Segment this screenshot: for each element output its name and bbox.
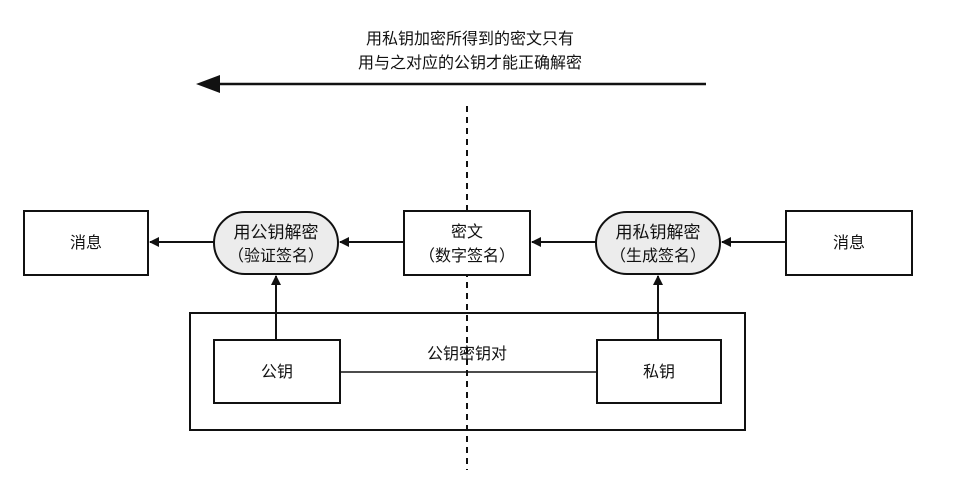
caption-line-2: 用与之对应的公钥才能正确解密 [358, 53, 582, 72]
ciphertext-label-2: （数字签名） [419, 246, 515, 265]
private-key-box [596, 339, 722, 404]
ciphertext-label-1: 密文 [451, 222, 483, 241]
public-key-label: 公钥 [261, 362, 293, 381]
ciphertext-box [403, 210, 531, 276]
private-key-label: 私钥 [643, 362, 675, 381]
public-key-box [213, 339, 341, 404]
direction-arrowhead [196, 75, 220, 93]
caption-line-1: 用私钥加密所得到的密文只有 [366, 29, 574, 48]
decrypt-label-1: 用公钥解密 [234, 223, 319, 243]
decrypt-label-2: （验证签名） [228, 246, 324, 265]
encrypt-label-1: 用私钥解密 [616, 223, 701, 243]
key-pair-box [189, 312, 746, 431]
right-message-label: 消息 [833, 233, 865, 252]
left-message-label: 消息 [70, 233, 102, 252]
encrypt-label-2: （生成签名） [610, 246, 706, 265]
left-message-box [23, 210, 149, 276]
key-pair-label: 公钥密钥对 [427, 344, 507, 363]
